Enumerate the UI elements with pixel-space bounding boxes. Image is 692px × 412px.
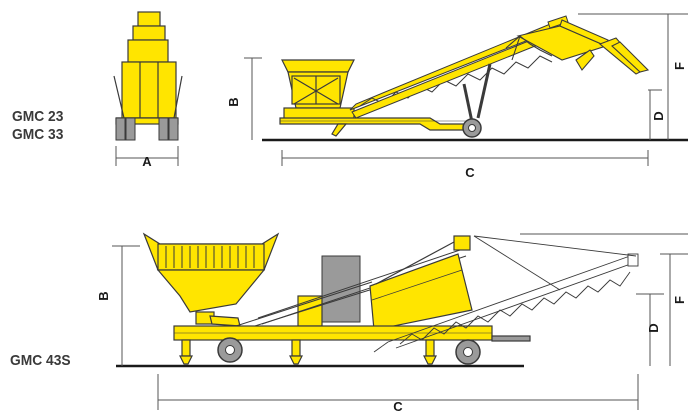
dimension-b-bottom-label: B bbox=[96, 291, 111, 300]
dimension-c-bottom-label: C bbox=[393, 399, 403, 412]
dimension-b-top-label: B bbox=[226, 97, 241, 106]
front-view-machine bbox=[113, 11, 183, 125]
bottom-hopper bbox=[142, 232, 280, 327]
dimension-d-top-label: D bbox=[651, 111, 666, 120]
dimension-c-top-label: C bbox=[465, 165, 475, 180]
dimension-df-bottom-lines bbox=[520, 233, 688, 366]
dimension-b-top-line bbox=[244, 57, 262, 140]
bottom-support-legs bbox=[179, 339, 437, 365]
dimension-d-bottom-label: D bbox=[646, 323, 661, 332]
side-view-chassis bbox=[279, 117, 471, 137]
bottom-long-conveyor bbox=[373, 235, 639, 353]
dimension-df-top-lines bbox=[578, 13, 688, 140]
front-view-wheels bbox=[115, 117, 179, 141]
model-label-gmc23: GMC 23 bbox=[12, 108, 64, 125]
side-view-support-legs bbox=[462, 63, 492, 123]
dimension-a-line bbox=[115, 146, 179, 166]
side-view-wheel-hub bbox=[468, 124, 476, 132]
model-label-top: GMC 23 GMC 33 bbox=[12, 108, 63, 144]
side-view-hopper bbox=[281, 59, 355, 123]
dimension-b-bottom-line bbox=[112, 245, 140, 366]
model-label-gmc33: GMC 33 bbox=[12, 126, 64, 143]
bottom-wheels bbox=[217, 337, 481, 365]
side-view-screen bbox=[505, 19, 650, 75]
dimension-f-bottom-label: F bbox=[672, 296, 687, 304]
dimension-c-bottom-line bbox=[157, 374, 639, 410]
dimension-a-label: A bbox=[142, 154, 152, 169]
side-view-conveyor bbox=[349, 15, 569, 119]
dimension-c-top-line bbox=[281, 150, 649, 166]
dimension-f-top-label: F bbox=[672, 62, 687, 70]
model-label-gmc43s: GMC 43S bbox=[10, 352, 71, 369]
bottom-screen bbox=[369, 235, 473, 331]
bottom-grey-chute bbox=[321, 255, 361, 323]
bottom-chassis bbox=[173, 325, 531, 342]
